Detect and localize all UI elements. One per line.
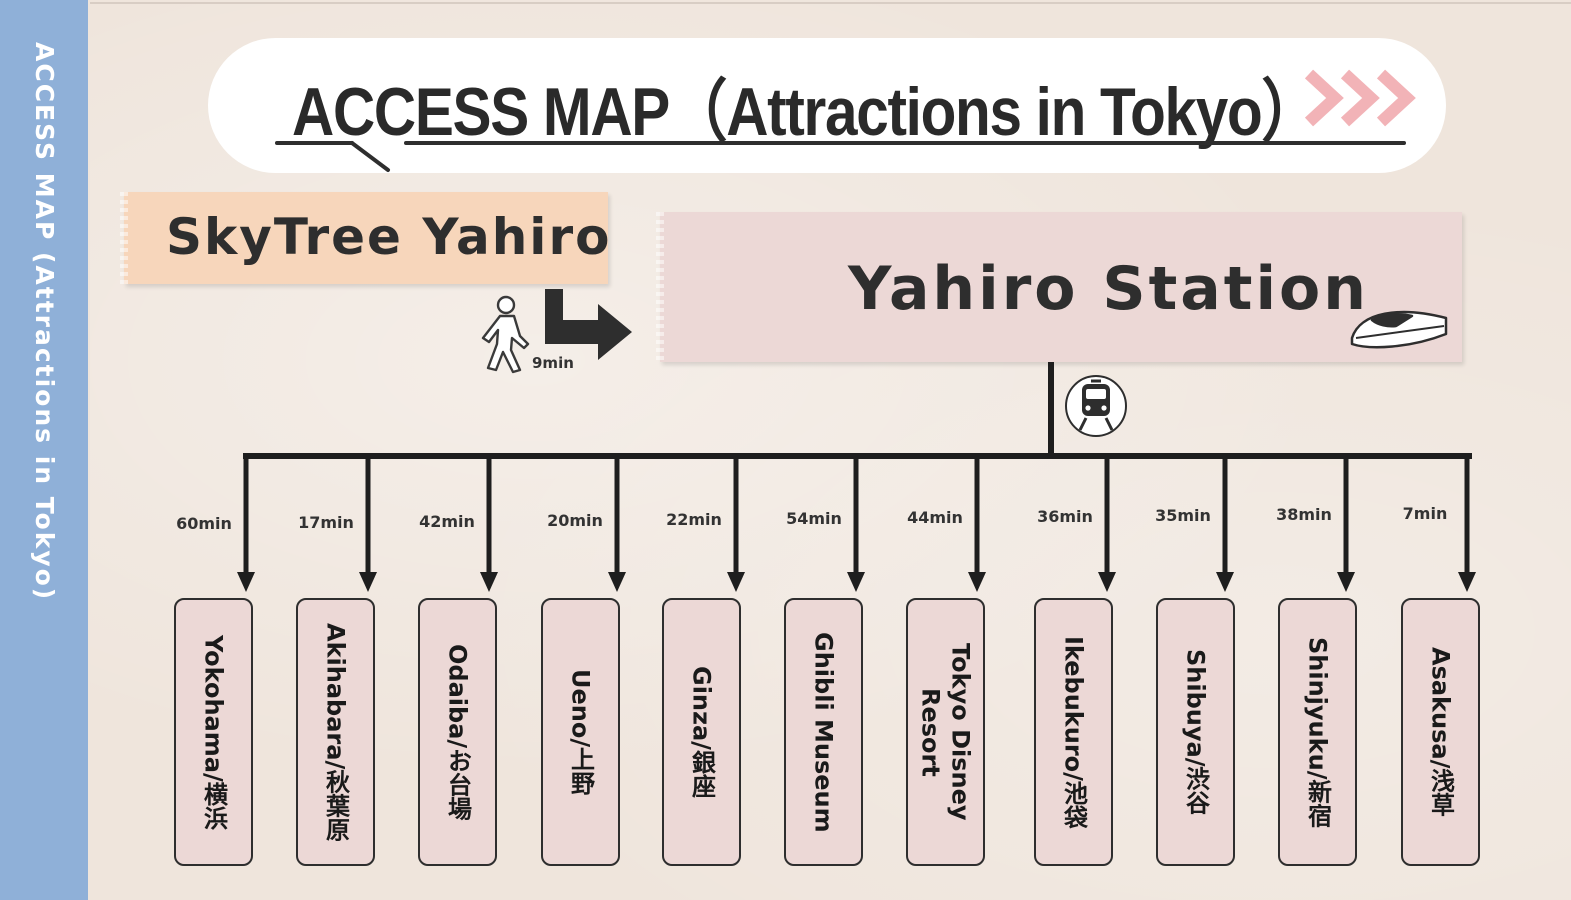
destination-name: Odaiba/お台場	[443, 643, 472, 821]
title-banner	[208, 38, 1446, 173]
page-title: ACCESS MAP（Attractions in Tokyo）	[292, 74, 1320, 150]
origin-tape	[120, 192, 608, 284]
station-name: Yahiro Station	[848, 254, 1369, 324]
destination-name: Ikebukuro/池袋	[1059, 635, 1088, 829]
side-label: ACCESS MAP (Attractions in Tokyo)	[30, 42, 59, 602]
destination-box: Akihabara/秋葉原	[296, 598, 375, 866]
travel-time: 54min	[786, 509, 842, 528]
travel-time: 38min	[1276, 505, 1332, 524]
station-tape	[656, 212, 1462, 362]
destination-name: Yokohama/横浜	[199, 634, 228, 830]
destination-box: Asakusa/浅草	[1401, 598, 1480, 866]
destination-name: Ueno/上野	[566, 668, 595, 796]
destination-box: Shibuya/渋谷	[1156, 598, 1235, 866]
travel-time: 60min	[176, 514, 232, 533]
destination-name: Ghibli Museum	[809, 631, 838, 833]
destination-box: Yokohama/横浜	[174, 598, 253, 866]
destination-name: Ginza/銀座	[687, 666, 716, 798]
destination-box: Odaiba/お台場	[418, 598, 497, 866]
travel-time: 7min	[1402, 504, 1448, 523]
destination-name: Shinjyuku/新宿	[1303, 636, 1332, 828]
destination-name: Tokyo Disney Resort	[916, 643, 975, 821]
travel-time: 44min	[907, 508, 963, 527]
destination-box: Ghibli Museum	[784, 598, 863, 866]
travel-time: 20min	[547, 511, 603, 530]
destination-box: Shinjyuku/新宿	[1278, 598, 1357, 866]
travel-time: 42min	[419, 512, 475, 531]
destination-box: Ueno/上野	[541, 598, 620, 866]
destination-name: Shibuya/渋谷	[1181, 649, 1210, 815]
travel-time: 22min	[666, 510, 722, 529]
travel-time: 36min	[1037, 507, 1093, 526]
travel-time: 17min	[298, 513, 354, 532]
destination-box: Ginza/銀座	[662, 598, 741, 866]
side-strip: ACCESS MAP (Attractions in Tokyo)	[0, 0, 88, 900]
destination-name: Asakusa/浅草	[1426, 647, 1455, 817]
destination-name: Akihabara/秋葉原	[321, 622, 350, 842]
travel-time: 35min	[1155, 506, 1211, 525]
walk-time: 9min	[532, 354, 574, 372]
destination-box: Tokyo Disney Resort	[906, 598, 985, 866]
destination-box: Ikebukuro/池袋	[1034, 598, 1113, 866]
origin-name: SkyTree Yahiro	[166, 208, 612, 266]
top-divider	[90, 2, 1571, 4]
